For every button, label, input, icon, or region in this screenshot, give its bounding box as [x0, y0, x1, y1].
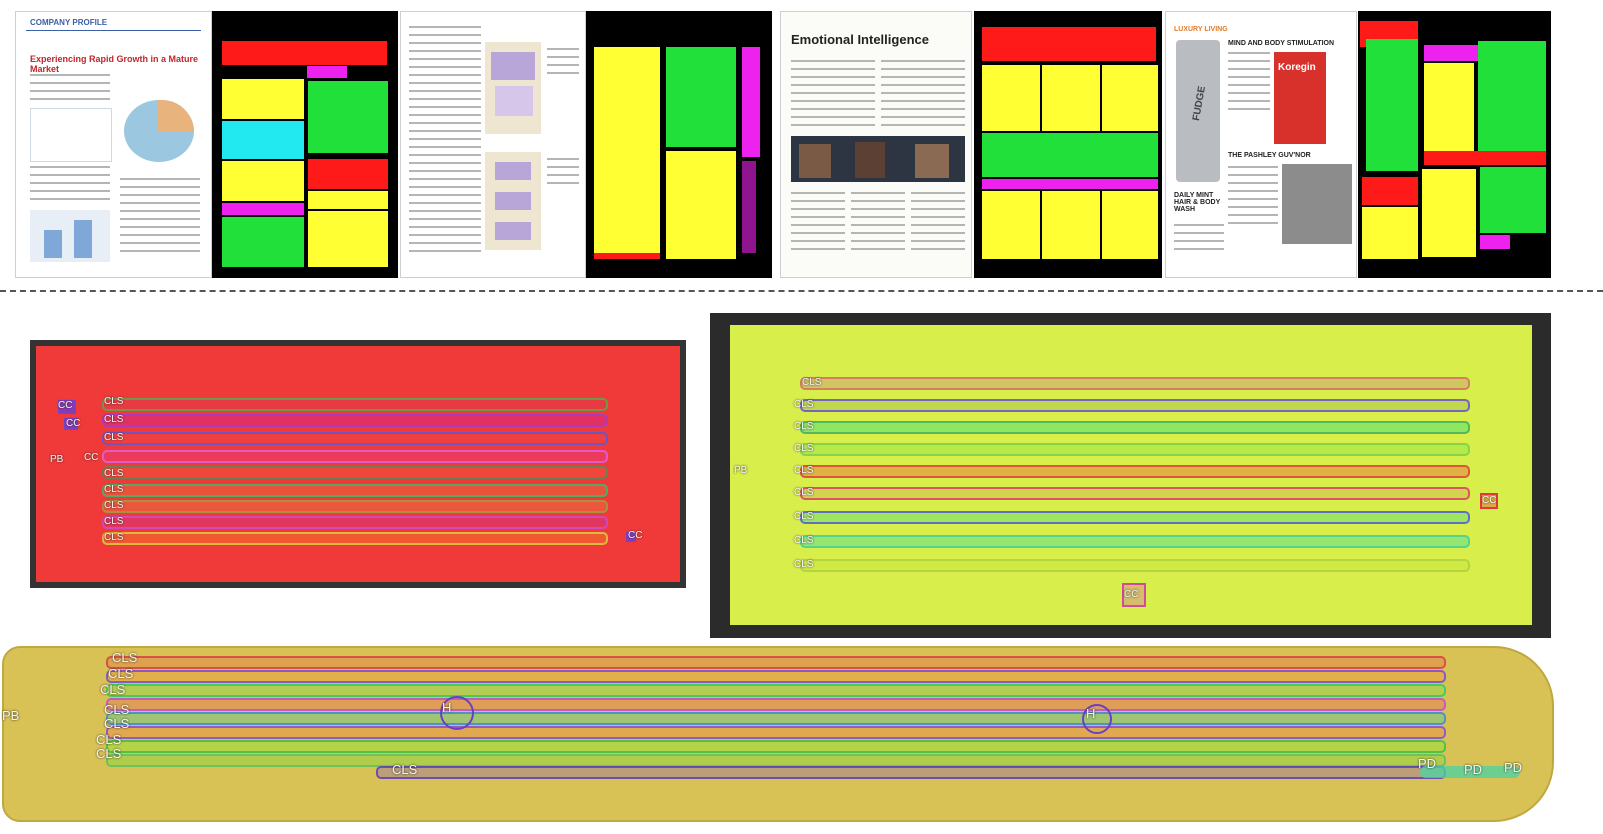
product-name: Koregin — [1278, 62, 1316, 73]
product-box-image: Koregin — [1274, 52, 1326, 144]
section-kicker: LUXURY LIVING — [1174, 26, 1228, 33]
label-cls: CLS — [392, 762, 418, 777]
label-cls: CLS — [104, 396, 124, 407]
label-cls: CLS — [104, 484, 124, 495]
layout-mask-1 — [212, 11, 398, 278]
layout-mask-4 — [1358, 11, 1551, 278]
label-cls: CLS — [794, 535, 814, 546]
headline: MIND AND BODY STIMULATION — [1228, 40, 1335, 47]
article-title: Emotional Intelligence — [791, 32, 929, 47]
label-cls: CLS — [104, 516, 124, 527]
label-cls: CLS — [794, 399, 814, 410]
label-cc: CC — [628, 530, 643, 541]
label-cls: CLS — [794, 443, 814, 454]
label-cls: CLS — [104, 432, 124, 443]
label-pd: PD — [1464, 762, 1483, 777]
label-cls: CLS — [104, 468, 124, 479]
label-pb: PB — [50, 454, 64, 465]
label-cls: CLS — [794, 487, 814, 498]
label-cls: CLS — [104, 500, 124, 511]
magazine-page-1: COMPANY PROFILE Experiencing Rapid Growt… — [15, 11, 212, 278]
bar-chart-figure — [30, 210, 110, 262]
label-cls: CLS — [794, 465, 814, 476]
section-divider — [0, 290, 1603, 292]
bicycle-photo — [1282, 164, 1352, 244]
pie-chart-figure — [120, 90, 202, 168]
magazine-page-3: Emotional Intelligence — [780, 11, 972, 278]
label-hole: H — [442, 700, 452, 715]
product-tube-image: FUDGE — [1176, 40, 1220, 182]
label-cls: CLS — [100, 682, 126, 697]
label-hole: H — [1086, 706, 1096, 721]
page-header: COMPANY PROFILE — [30, 18, 108, 27]
manuscript-leaf-1: CC CC PB CC CC CLS CLS CLS CLS CLS CLS C… — [30, 340, 686, 588]
label-cls: CLS — [794, 559, 814, 570]
label-cls: CLS — [108, 666, 134, 681]
headline: THE PASHLEY GUV'NOR — [1228, 152, 1311, 159]
label-cls: CLS — [794, 421, 814, 432]
layout-mask-3 — [974, 11, 1162, 278]
label-cls: CLS — [104, 414, 124, 425]
magazine-page-2 — [400, 11, 586, 278]
label-cc: CC — [84, 452, 99, 463]
label-cc: CC — [58, 400, 73, 411]
label-cc: CC — [1124, 589, 1139, 600]
label-cls: CLS — [794, 511, 814, 522]
photo-strip — [791, 136, 965, 182]
label-cls: CLS — [96, 746, 122, 761]
label-cls: CLS — [96, 732, 122, 747]
manuscript-leaf-2: PB CC CC CLS CLS CLS CLS CLS CLS CLS CLS… — [710, 313, 1551, 638]
label-cls: CLS — [104, 532, 124, 543]
label-pb: PB — [734, 465, 748, 476]
label-cc: CC — [1482, 495, 1497, 506]
label-cls: CLS — [104, 702, 130, 717]
label-pd: PD — [1418, 756, 1437, 771]
headline: DAILY MINT HAIR & BODY WASH — [1174, 192, 1221, 213]
product-name: FUDGE — [1191, 85, 1208, 122]
label-pb: PB — [2, 708, 20, 723]
layout-mask-2 — [586, 11, 772, 278]
label-cc: CC — [66, 418, 81, 429]
label-cls: CLS — [104, 716, 130, 731]
diagram-figure-2 — [485, 152, 541, 250]
label-pd: PD — [1504, 760, 1523, 775]
magazine-page-4: LUXURY LIVING FUDGE MIND AND BODY STIMUL… — [1165, 11, 1357, 278]
article-title: Experiencing Rapid Growth in a Mature Ma… — [30, 54, 199, 74]
diagram-figure-1 — [485, 42, 541, 134]
label-cls: CLS — [802, 377, 822, 388]
manuscript-leaf-3: PB CLS CLS CLS CLS CLS CLS CLS CLS H H P… — [0, 644, 1560, 826]
label-cls: CLS — [112, 650, 138, 665]
